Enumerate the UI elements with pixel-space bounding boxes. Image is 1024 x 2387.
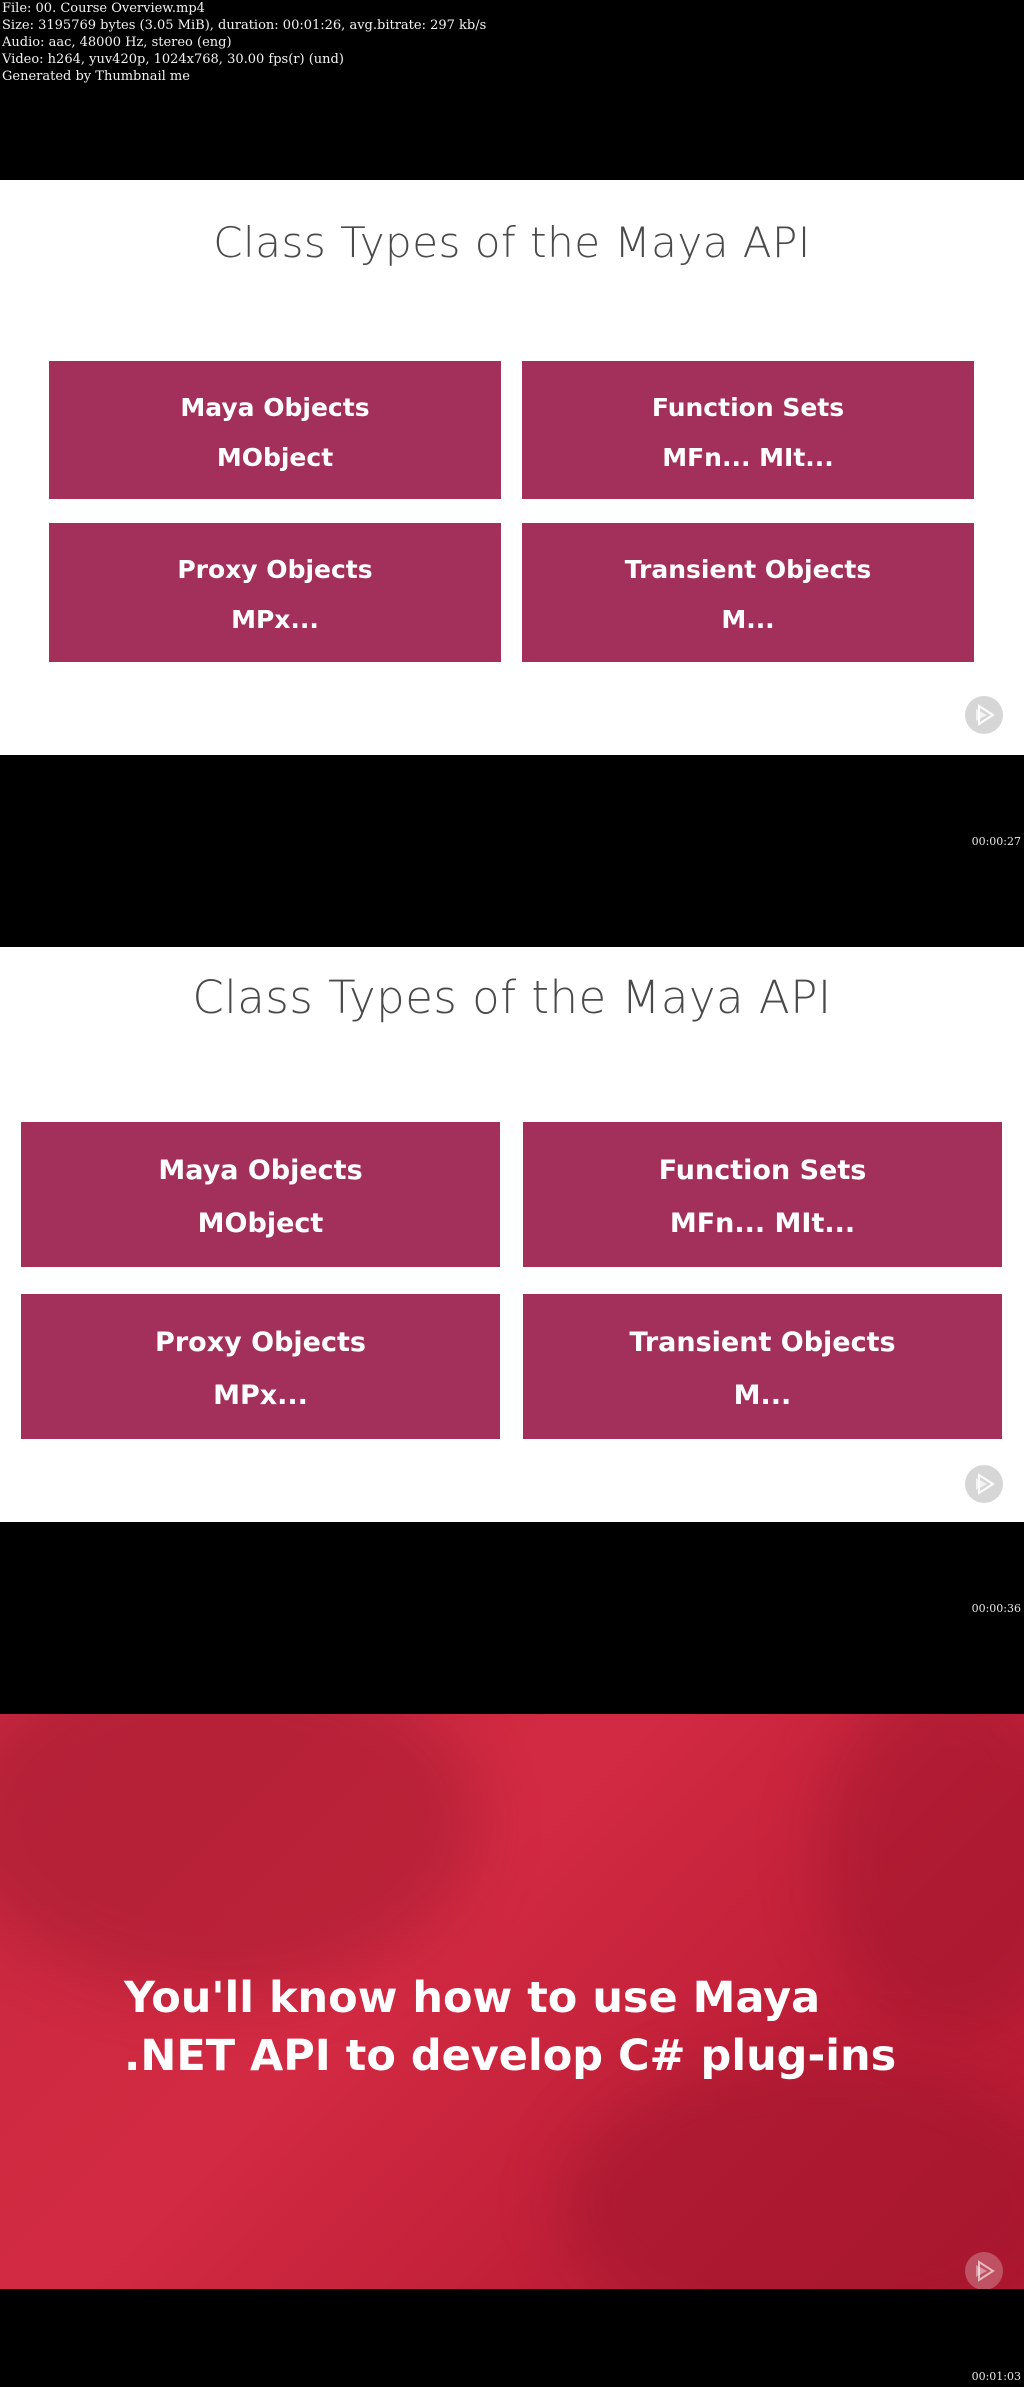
play-logo-icon	[965, 2252, 1003, 2289]
video-frame-1: Class Types of the Maya API Maya Objects…	[0, 180, 1024, 755]
file-name-line: File: 00. Course Overview.mp4	[2, 1, 205, 16]
box-subheading: MFn... MIt...	[662, 443, 834, 472]
video-frame-2: Class Types of the Maya API Maya Objects…	[0, 947, 1024, 1522]
background-photo-shade	[0, 1714, 480, 1994]
box-subheading: M...	[733, 1380, 792, 1411]
audio-info-line: Audio: aac, 48000 Hz, stereo (eng)	[2, 35, 232, 50]
transient-objects-box: Transient Objects M...	[523, 1294, 1002, 1439]
background-photo-shade	[560, 2054, 1024, 2289]
timestamp-3: 00:01:03	[971, 2370, 1021, 2383]
file-size-line: Size: 3195769 bytes (3.05 MiB), duration…	[2, 18, 487, 33]
play-logo-icon	[965, 696, 1003, 734]
transient-objects-box: Transient Objects M...	[522, 523, 974, 662]
play-logo-icon	[965, 1465, 1003, 1503]
box-subheading: MFn... MIt...	[669, 1208, 856, 1239]
function-sets-box: Function Sets MFn... MIt...	[523, 1122, 1002, 1267]
function-sets-box: Function Sets MFn... MIt...	[522, 361, 974, 499]
box-subheading: MPx...	[231, 605, 319, 634]
generator-line: Generated by Thumbnail me	[2, 69, 190, 84]
file-info-header: File: 00. Course Overview.mp4 Size: 3195…	[0, 0, 1024, 180]
video-frame-3: You'll know how to use Maya .NET API to …	[0, 1714, 1024, 2289]
box-heading: Maya Objects	[180, 393, 370, 422]
maya-objects-box: Maya Objects MObject	[49, 361, 501, 499]
proxy-objects-box: Proxy Objects MPx...	[21, 1294, 500, 1439]
box-heading: Function Sets	[658, 1155, 867, 1186]
headline-line-2: .NET API to develop C# plug-ins	[124, 2031, 897, 2081]
headline: You'll know how to use Maya .NET API to …	[124, 1969, 896, 2085]
box-heading: Transient Objects	[624, 555, 872, 584]
slide-title: Class Types of the Maya API	[213, 218, 811, 267]
slide-title: Class Types of the Maya API	[192, 971, 832, 1024]
timestamp-1: 00:00:27	[971, 835, 1021, 848]
box-subheading: MObject	[197, 1208, 324, 1239]
box-heading: Maya Objects	[158, 1155, 363, 1186]
proxy-objects-box: Proxy Objects MPx...	[49, 523, 501, 662]
video-info-line: Video: h264, yuv420p, 1024x768, 30.00 fp…	[2, 52, 344, 67]
timestamp-2: 00:00:36	[971, 1602, 1021, 1615]
box-subheading: MPx...	[213, 1380, 308, 1411]
box-subheading: MObject	[216, 443, 334, 472]
headline-line-1: You'll know how to use Maya	[124, 1973, 821, 2023]
box-heading: Transient Objects	[629, 1327, 896, 1358]
box-subheading: M...	[721, 605, 775, 634]
maya-objects-box: Maya Objects MObject	[21, 1122, 500, 1267]
box-heading: Function Sets	[651, 393, 845, 422]
box-heading: Proxy Objects	[177, 555, 373, 584]
box-heading: Proxy Objects	[155, 1327, 366, 1358]
